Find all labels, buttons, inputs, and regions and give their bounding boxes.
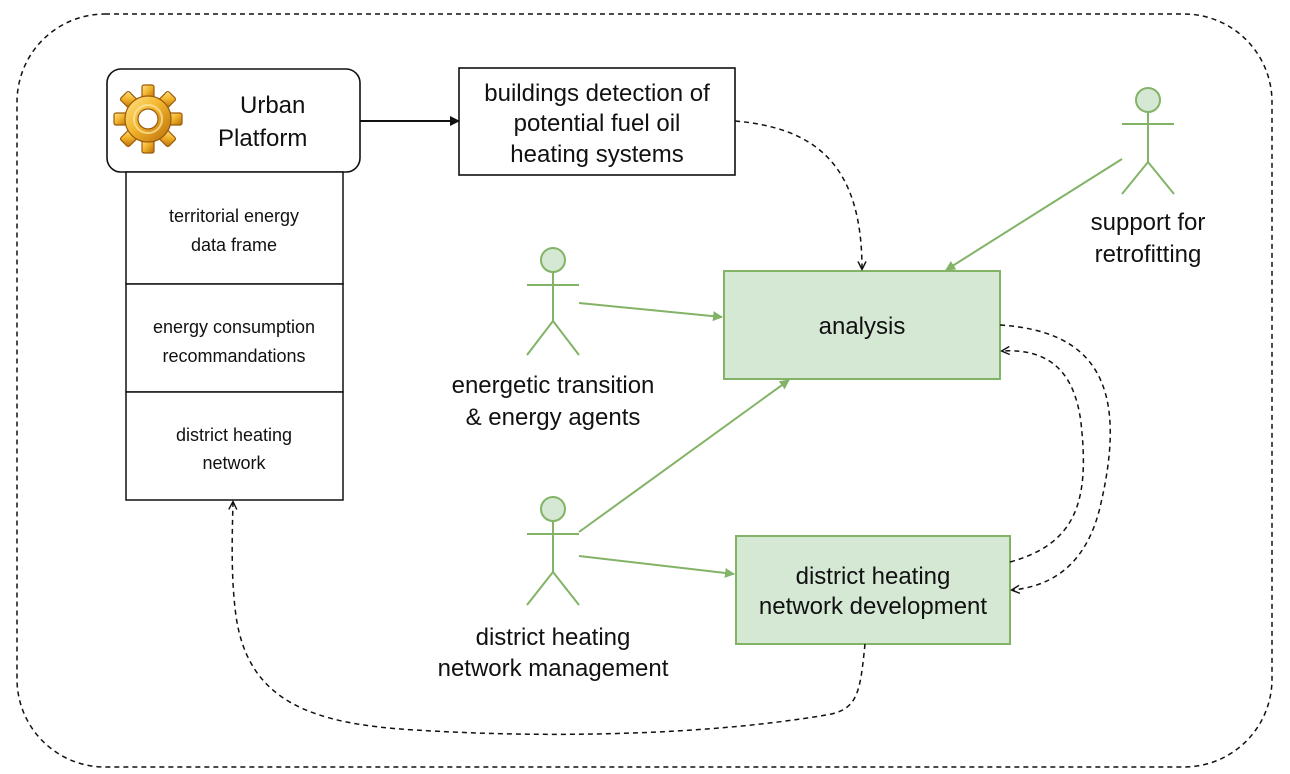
module-district-heating-line2: network <box>202 453 266 473</box>
analysis-box <box>723 270 1001 380</box>
outer-dashed-frame <box>16 13 1273 768</box>
actor-network-management-line1: district heating <box>476 624 631 651</box>
urban-platform-title-line1: Urban <box>240 92 305 119</box>
retrofitting-to-analysis-arrow <box>945 158 1123 271</box>
module-district-heating-network <box>125 391 344 501</box>
module-territorial-energy <box>125 171 344 285</box>
module-energy-consumption <box>125 283 344 393</box>
buildings-detection-line1: buildings detection of <box>484 80 710 107</box>
urban-platform-title-line2: Platform <box>218 125 307 152</box>
module-territorial-energy-line2: data frame <box>191 235 277 255</box>
buildings-detection-box <box>458 67 736 176</box>
buildings-detection-line3: heating systems <box>510 141 683 168</box>
module-territorial-energy-line1: territorial energy <box>169 206 299 226</box>
development-to-analysis-dashed-arrow <box>1002 351 1085 563</box>
detection-to-analysis-dashed-arrow <box>734 120 862 269</box>
actor-energy-agents-figure <box>526 247 580 356</box>
actor-energy-agents-line1: energetic transition <box>452 372 655 399</box>
analysis-to-development-dashed-arrow <box>999 324 1111 590</box>
module-energy-consumption-line2: recommandations <box>162 346 305 366</box>
actor-network-management-figure <box>526 496 580 606</box>
module-energy-consumption-line1: energy consumption <box>153 317 315 337</box>
actor-energy-agents-line2: & energy agents <box>466 404 641 431</box>
module-district-heating-line1: district heating <box>176 425 292 445</box>
energy-agents-to-analysis-arrow <box>578 302 723 322</box>
network-management-to-development-arrow <box>578 555 735 578</box>
actor-support-retrofitting-figure <box>1121 87 1175 195</box>
network-management-to-analysis-arrow <box>578 379 790 533</box>
district-heating-development-line2: network development <box>759 593 987 620</box>
buildings-detection-line2: potential fuel oil <box>514 110 681 137</box>
actor-support-retrofitting-line2: retrofitting <box>1095 241 1202 268</box>
analysis-label: analysis <box>819 313 906 340</box>
actor-network-management-line2: network management <box>438 655 669 682</box>
district-heating-development-line1: district heating <box>796 563 951 590</box>
gear-icon <box>113 84 183 154</box>
district-heating-development-box <box>735 535 1011 645</box>
actor-support-retrofitting-line1: support for <box>1091 209 1206 236</box>
